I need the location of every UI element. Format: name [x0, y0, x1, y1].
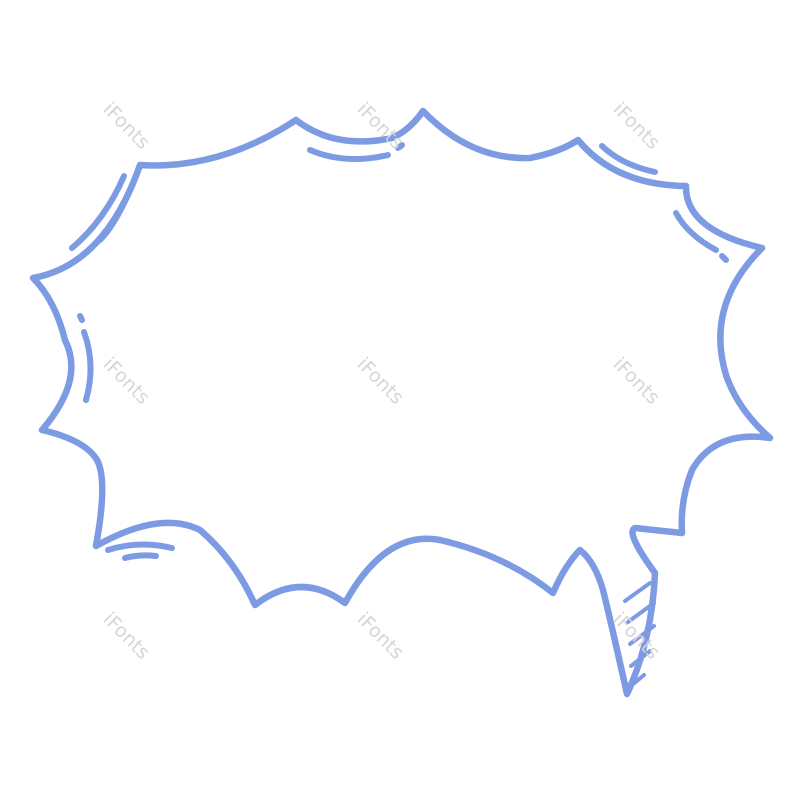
highlight-stroke [69, 173, 127, 251]
highlight-stroke [77, 313, 85, 323]
highlight-stroke [395, 142, 405, 151]
highlight-stroke [81, 329, 94, 403]
highlight-stroke [719, 253, 729, 263]
tail-hatch-line [628, 624, 656, 646]
tail-hatch-line [629, 649, 652, 668]
tail-hatch-line [626, 601, 656, 624]
highlight-stroke [673, 210, 719, 253]
tail-hatch-line [630, 673, 646, 687]
highlight-stroke [122, 552, 159, 561]
highlight-stroke [97, 187, 133, 243]
highlight-stroke [307, 147, 391, 162]
tail-hatch-line [623, 581, 652, 603]
highlight-stroke [105, 541, 175, 553]
speech-bubble-outline [29, 107, 774, 698]
highlight-stroke [599, 143, 658, 175]
